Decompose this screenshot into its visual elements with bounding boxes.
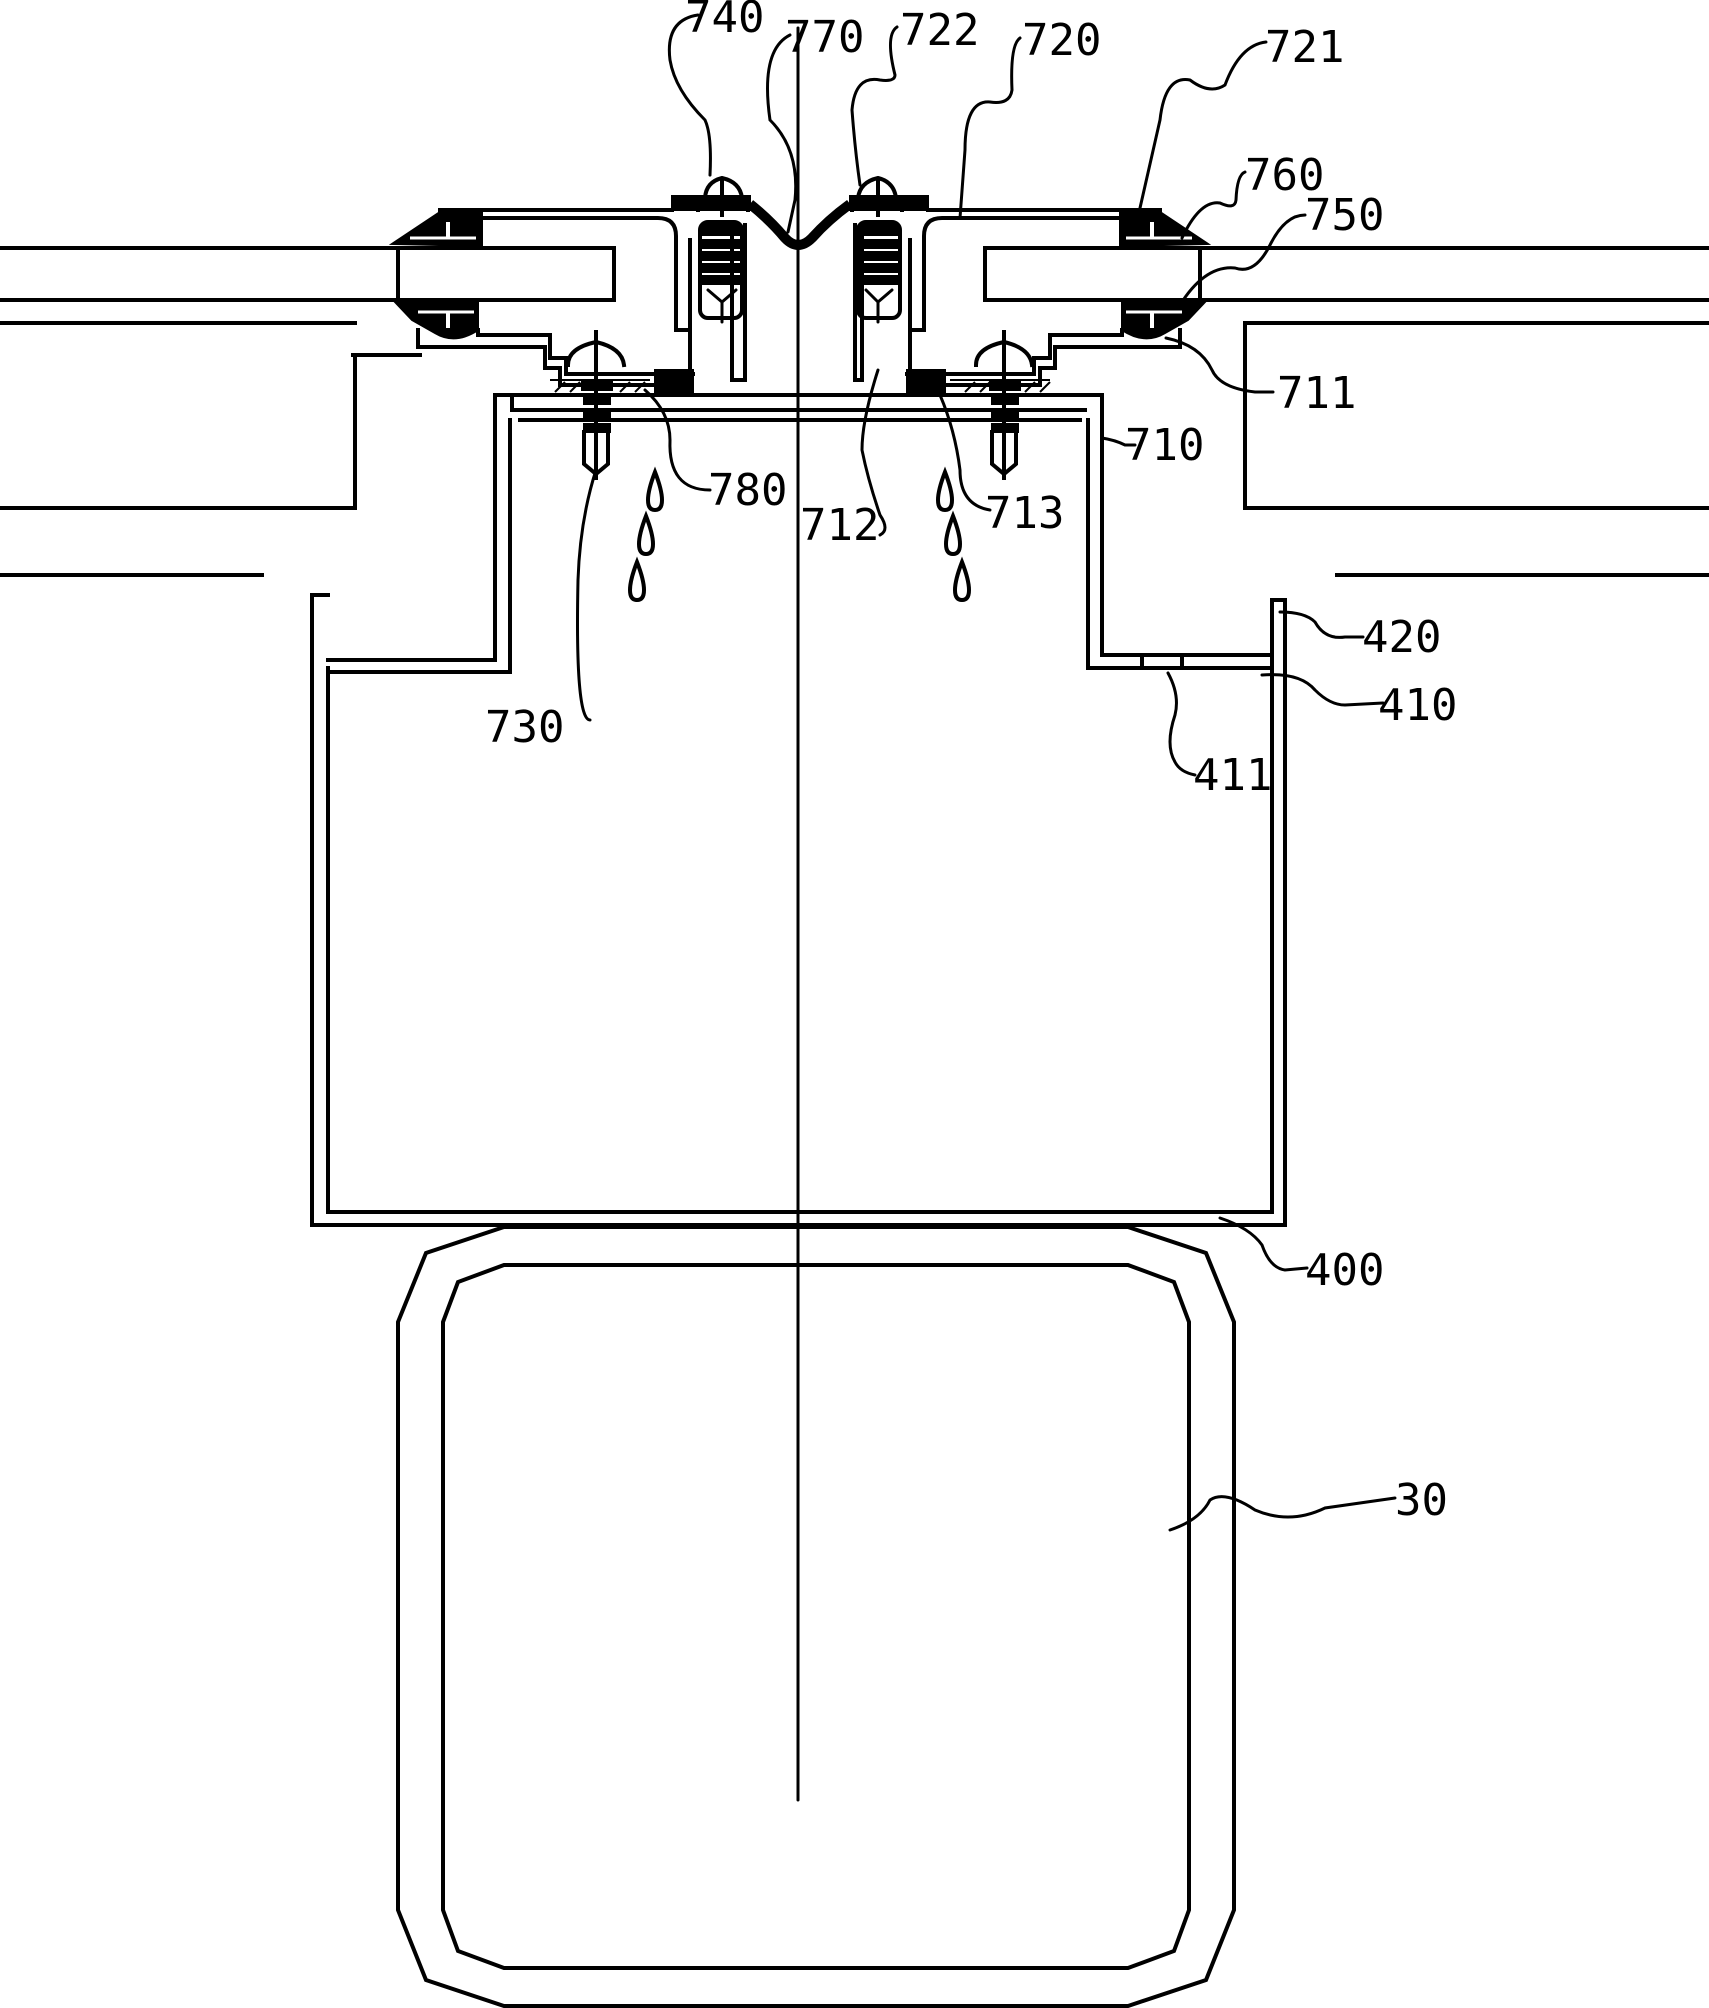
cap-screw-right	[849, 175, 929, 324]
leader-411	[1166, 671, 1197, 777]
label-720: 720	[1022, 15, 1101, 66]
base-profile	[416, 223, 1182, 482]
label-711: 711	[1277, 368, 1356, 419]
label-712: 712	[800, 500, 879, 551]
leader-400	[1218, 1216, 1309, 1272]
leader-770	[766, 33, 798, 234]
leader-740	[667, 13, 712, 177]
label-722: 722	[900, 5, 979, 56]
label-750: 750	[1305, 190, 1384, 241]
lower-gasket-left	[392, 301, 479, 340]
reference-labels: 740 770 722 720 721 760 750 711 710 780 …	[485, 0, 1457, 1526]
water-drops-right	[935, 466, 972, 603]
cap-screw-left	[671, 175, 751, 324]
leader-713	[938, 393, 992, 512]
left-panel-lower	[0, 321, 422, 577]
label-410: 410	[1378, 680, 1457, 731]
right-panel-upper	[983, 246, 1709, 302]
right-panel-lower	[1243, 321, 1709, 577]
leader-730	[576, 468, 598, 722]
leader-712	[860, 368, 887, 537]
label-760: 760	[1245, 150, 1324, 201]
upper-gasket-left	[388, 211, 483, 248]
leader-722	[850, 25, 899, 187]
base-screw-right	[973, 330, 1035, 480]
leader-410	[1260, 673, 1385, 707]
seal-pad-right	[906, 369, 946, 393]
leader-711	[1164, 336, 1275, 394]
label-740: 740	[685, 0, 764, 43]
label-713: 713	[985, 488, 1064, 539]
leader-720	[958, 36, 1022, 220]
water-drops-left	[627, 466, 665, 603]
pressure-cap	[438, 208, 1162, 332]
lower-gasket-right	[1121, 301, 1208, 340]
label-420: 420	[1362, 612, 1441, 663]
label-780: 780	[708, 465, 787, 516]
label-400: 400	[1305, 1245, 1384, 1296]
leader-780	[643, 388, 712, 492]
support-beam	[396, 1225, 1236, 2008]
flexible-seal-strip	[746, 199, 853, 250]
label-730: 730	[485, 702, 564, 753]
label-411: 411	[1193, 750, 1272, 801]
leader-750	[1178, 213, 1307, 307]
leader-760	[1180, 170, 1247, 240]
label-770: 770	[785, 12, 864, 63]
leader-30	[1168, 1495, 1397, 1532]
seal-pad-left	[654, 369, 694, 393]
leader-lines	[576, 13, 1397, 1532]
label-30: 30	[1395, 1475, 1448, 1526]
base-screw-left	[565, 330, 627, 480]
leader-721	[1138, 40, 1268, 210]
left-panel-upper	[0, 246, 616, 302]
label-710: 710	[1125, 420, 1204, 471]
leader-710	[1100, 436, 1137, 447]
label-721: 721	[1265, 22, 1344, 73]
leader-420	[1278, 610, 1365, 639]
